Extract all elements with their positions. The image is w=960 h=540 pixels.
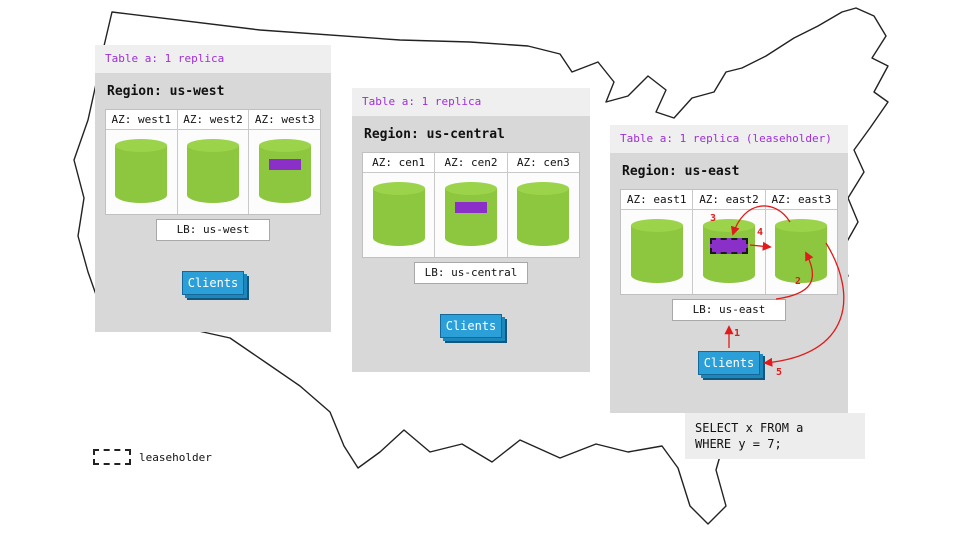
table-replica-header: Table a: 1 replica (leaseholder) xyxy=(610,125,848,153)
az-column-cen2: AZ: cen2 xyxy=(434,153,507,257)
clients-box: Clients xyxy=(440,314,502,338)
region-us-east: Table a: 1 replica (leaseholder) Region:… xyxy=(610,125,848,413)
az-column-west3: AZ: west3 xyxy=(248,110,321,214)
database-cylinder-icon xyxy=(258,139,311,203)
table-replica-label: Table a: 1 replica (leaseholder) xyxy=(620,132,832,145)
table-replica-header: Table a: 1 replica xyxy=(352,88,590,116)
legend: leaseholder xyxy=(93,449,212,465)
az-label: AZ: west2 xyxy=(177,110,249,130)
az-column-east2: AZ: east2 xyxy=(692,190,765,294)
load-balancer-box: LB: us-central xyxy=(414,262,528,284)
load-balancer-box: LB: us-west xyxy=(156,219,270,241)
az-panel: AZ: east1 AZ: east2 AZ: east3 xyxy=(620,189,838,295)
table-replica-header: Table a: 1 replica xyxy=(95,45,331,73)
flow-step-label: 1 xyxy=(734,328,741,339)
table-replica-label: Table a: 1 replica xyxy=(362,95,482,108)
sql-query-box: SELECT x FROM a WHERE y = 7; xyxy=(685,413,865,459)
database-cylinder-icon xyxy=(775,219,828,283)
database-cylinder-icon xyxy=(630,219,683,283)
region-title: Region: us-west xyxy=(107,84,225,99)
database-cylinder-icon xyxy=(187,139,239,203)
clients-box: Clients xyxy=(182,271,244,295)
load-balancer-box: LB: us-east xyxy=(672,299,786,321)
leaseholder-swatch-icon xyxy=(93,449,131,465)
az-label: AZ: west3 xyxy=(249,110,321,130)
az-label: AZ: east2 xyxy=(693,190,765,210)
az-label: AZ: cen3 xyxy=(507,153,579,173)
region-title: Region: us-east xyxy=(622,164,740,179)
leaseholder-replica-badge xyxy=(709,238,748,254)
flow-step-label: 5 xyxy=(776,367,783,378)
region-us-central: Table a: 1 replica Region: us-central AZ… xyxy=(352,88,590,372)
legend-label: leaseholder xyxy=(139,450,212,464)
az-column-cen1: AZ: cen1 xyxy=(363,153,435,257)
region-us-west: Table a: 1 replica Region: us-west AZ: w… xyxy=(95,45,331,332)
az-panel: AZ: west1 AZ: west2 AZ: west3 xyxy=(105,109,321,215)
az-column-east1: AZ: east1 xyxy=(621,190,693,294)
az-panel: AZ: cen1 AZ: cen2 AZ: cen3 xyxy=(362,152,580,258)
az-column-cen3: AZ: cen3 xyxy=(506,153,579,257)
region-title: Region: us-central xyxy=(364,127,505,142)
flow-step-label: 3 xyxy=(710,213,717,224)
table-replica-label: Table a: 1 replica xyxy=(105,52,225,65)
az-label: AZ: cen1 xyxy=(363,153,435,173)
replica-badge xyxy=(454,202,487,213)
clients-box: Clients xyxy=(698,351,760,375)
az-label: AZ: east1 xyxy=(621,190,693,210)
database-cylinder-icon xyxy=(444,182,497,246)
flow-step-label: 4 xyxy=(757,227,764,238)
az-label: AZ: west1 xyxy=(106,110,177,130)
database-cylinder-icon xyxy=(115,139,168,203)
database-cylinder-icon xyxy=(702,219,755,283)
az-label: AZ: cen2 xyxy=(435,153,507,173)
flow-step-label: 2 xyxy=(795,276,802,287)
database-cylinder-icon xyxy=(517,182,570,246)
az-column-west1: AZ: west1 xyxy=(106,110,177,214)
az-column-west2: AZ: west2 xyxy=(176,110,249,214)
database-cylinder-icon xyxy=(372,182,425,246)
replica-badge xyxy=(268,159,301,170)
az-label: AZ: east3 xyxy=(765,190,837,210)
